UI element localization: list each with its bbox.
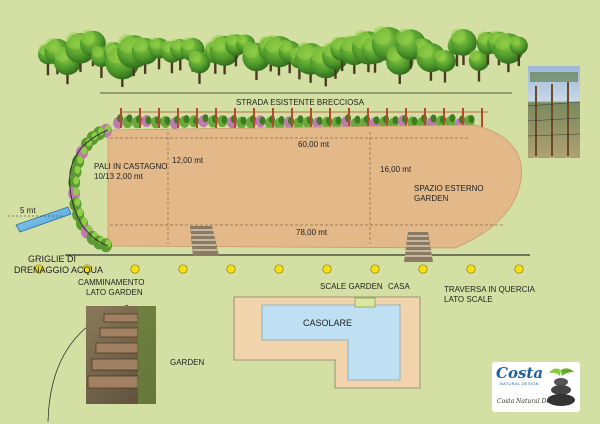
tree-icon bbox=[131, 37, 159, 74]
bush-icon bbox=[122, 114, 133, 129]
bush-icon bbox=[236, 116, 247, 129]
bush-icon bbox=[464, 115, 475, 128]
light-marker-icon bbox=[370, 264, 380, 274]
fence-post bbox=[348, 108, 350, 128]
tree-icon bbox=[468, 49, 490, 82]
top-length-label: 60,00 mt bbox=[298, 140, 330, 149]
fence-post bbox=[253, 108, 255, 128]
light-marker-icon bbox=[322, 264, 332, 274]
bottom-length-label: 78,00 mt bbox=[296, 228, 328, 237]
fence-post bbox=[405, 108, 407, 128]
tree-icon bbox=[450, 28, 477, 66]
fence-post bbox=[481, 108, 483, 128]
fence-post bbox=[234, 108, 236, 128]
fence-post bbox=[367, 108, 369, 128]
sleeper-label-line1: TRAVERSA IN QUERCIA bbox=[444, 285, 535, 294]
poles-label-line2: 10/13 2,00 mt bbox=[94, 172, 143, 181]
drain-label-line1: GRIGLIE DI bbox=[28, 254, 77, 264]
garden-area bbox=[107, 124, 522, 249]
light-marker-icon bbox=[418, 264, 428, 274]
stairs-photo bbox=[86, 306, 156, 404]
fence-post bbox=[386, 108, 388, 128]
fence-post bbox=[196, 108, 198, 128]
fence-post bbox=[310, 108, 312, 128]
drain-label-line2: DRENAGGIO ACQUA bbox=[14, 265, 104, 275]
outdoor-space-line1: SPAZIO ESTERNO bbox=[414, 184, 484, 193]
garden-label: GARDEN bbox=[170, 358, 205, 367]
house-label: CASA bbox=[388, 282, 410, 291]
right-width-label: 16,00 mt bbox=[380, 165, 412, 174]
left-bush-border bbox=[68, 123, 113, 253]
light-marker-icon bbox=[226, 264, 236, 274]
farmhouse-area bbox=[261, 304, 401, 381]
walkway-label: CAMMINAMENTO LATO GARDEN bbox=[78, 278, 145, 298]
light-marker-icon bbox=[82, 264, 92, 274]
costa-logo: Costa NATURAL DESIGN Costa Natural Desig… bbox=[492, 362, 580, 412]
stairs-label: SCALE GARDEN bbox=[320, 282, 383, 291]
bush-icon bbox=[68, 175, 81, 190]
dimension-lines bbox=[110, 132, 505, 244]
tree-icon bbox=[188, 50, 211, 84]
fence-post bbox=[158, 108, 160, 128]
drain-grate-icon bbox=[15, 206, 72, 233]
logo-tagline: NATURAL DESIGN bbox=[500, 381, 539, 386]
light-marker-icon bbox=[514, 264, 524, 274]
fence-post bbox=[443, 108, 445, 128]
bush-icon bbox=[141, 115, 152, 128]
fence-post bbox=[291, 108, 293, 128]
farmhouse-label: CASOLARE bbox=[303, 318, 353, 328]
light-marker-icon bbox=[34, 264, 44, 274]
sleeper-label-line2: LATO SCALE bbox=[444, 295, 493, 304]
bush-icon bbox=[312, 116, 323, 130]
drain-label: GRIGLIE DI DRENAGGIO ACQUA bbox=[14, 254, 103, 276]
bush-icon bbox=[160, 116, 171, 129]
bush-icon bbox=[274, 116, 285, 130]
bush-icon bbox=[217, 115, 228, 128]
fence-post bbox=[177, 108, 179, 128]
bush-icon bbox=[179, 115, 190, 128]
bush-icon bbox=[293, 115, 304, 130]
light-marker-icon bbox=[466, 264, 476, 274]
light-marker-icon bbox=[274, 264, 284, 274]
bush-icon bbox=[331, 116, 342, 129]
bush-icon bbox=[198, 114, 209, 128]
stairs-right-icon bbox=[404, 232, 433, 262]
fence-photo bbox=[528, 66, 580, 158]
outdoor-space-line2: GARDEN bbox=[414, 194, 449, 203]
tree-row bbox=[38, 26, 528, 88]
fence-post bbox=[215, 108, 217, 128]
poles-label: PALI IN CASTAGNO 10/13 2,00 mt bbox=[94, 162, 168, 182]
logo-brand: Costa bbox=[496, 364, 544, 382]
fence-post bbox=[139, 108, 141, 128]
logo-signature: Costa Natural Design bbox=[497, 398, 563, 405]
bush-icon bbox=[69, 164, 82, 179]
fence-post bbox=[424, 108, 426, 128]
fence-post bbox=[272, 108, 274, 128]
poles-label-line1: PALI IN CASTAGNO bbox=[94, 162, 168, 171]
light-markers bbox=[34, 264, 524, 274]
stairs-left-icon bbox=[190, 226, 219, 256]
light-marker-icon bbox=[130, 264, 140, 274]
house-marker bbox=[354, 297, 376, 308]
outdoor-space-label: SPAZIO ESTERNO GARDEN bbox=[414, 184, 484, 204]
fence-post bbox=[329, 108, 331, 128]
fence-row bbox=[120, 108, 488, 128]
fence-post bbox=[462, 108, 464, 128]
left-width-label: 12,00 mt bbox=[172, 156, 204, 165]
drain-length-label: 5 mt bbox=[20, 206, 36, 215]
stones-icon bbox=[547, 368, 575, 406]
tree-icon bbox=[509, 36, 528, 67]
light-marker-icon bbox=[178, 264, 188, 274]
road-label: STRADA ESISTENTE BRECCIOSA bbox=[236, 98, 365, 107]
bush-icon bbox=[255, 115, 266, 128]
tree-icon bbox=[434, 49, 456, 83]
fence-post bbox=[120, 108, 122, 128]
walkway-label-line1: CAMMINAMENTO bbox=[78, 278, 145, 287]
bush-icon bbox=[407, 116, 418, 129]
sleeper-label: TRAVERSA IN QUERCIA LATO SCALE bbox=[444, 285, 535, 305]
walkway-label-line2: LATO GARDEN bbox=[86, 288, 143, 297]
